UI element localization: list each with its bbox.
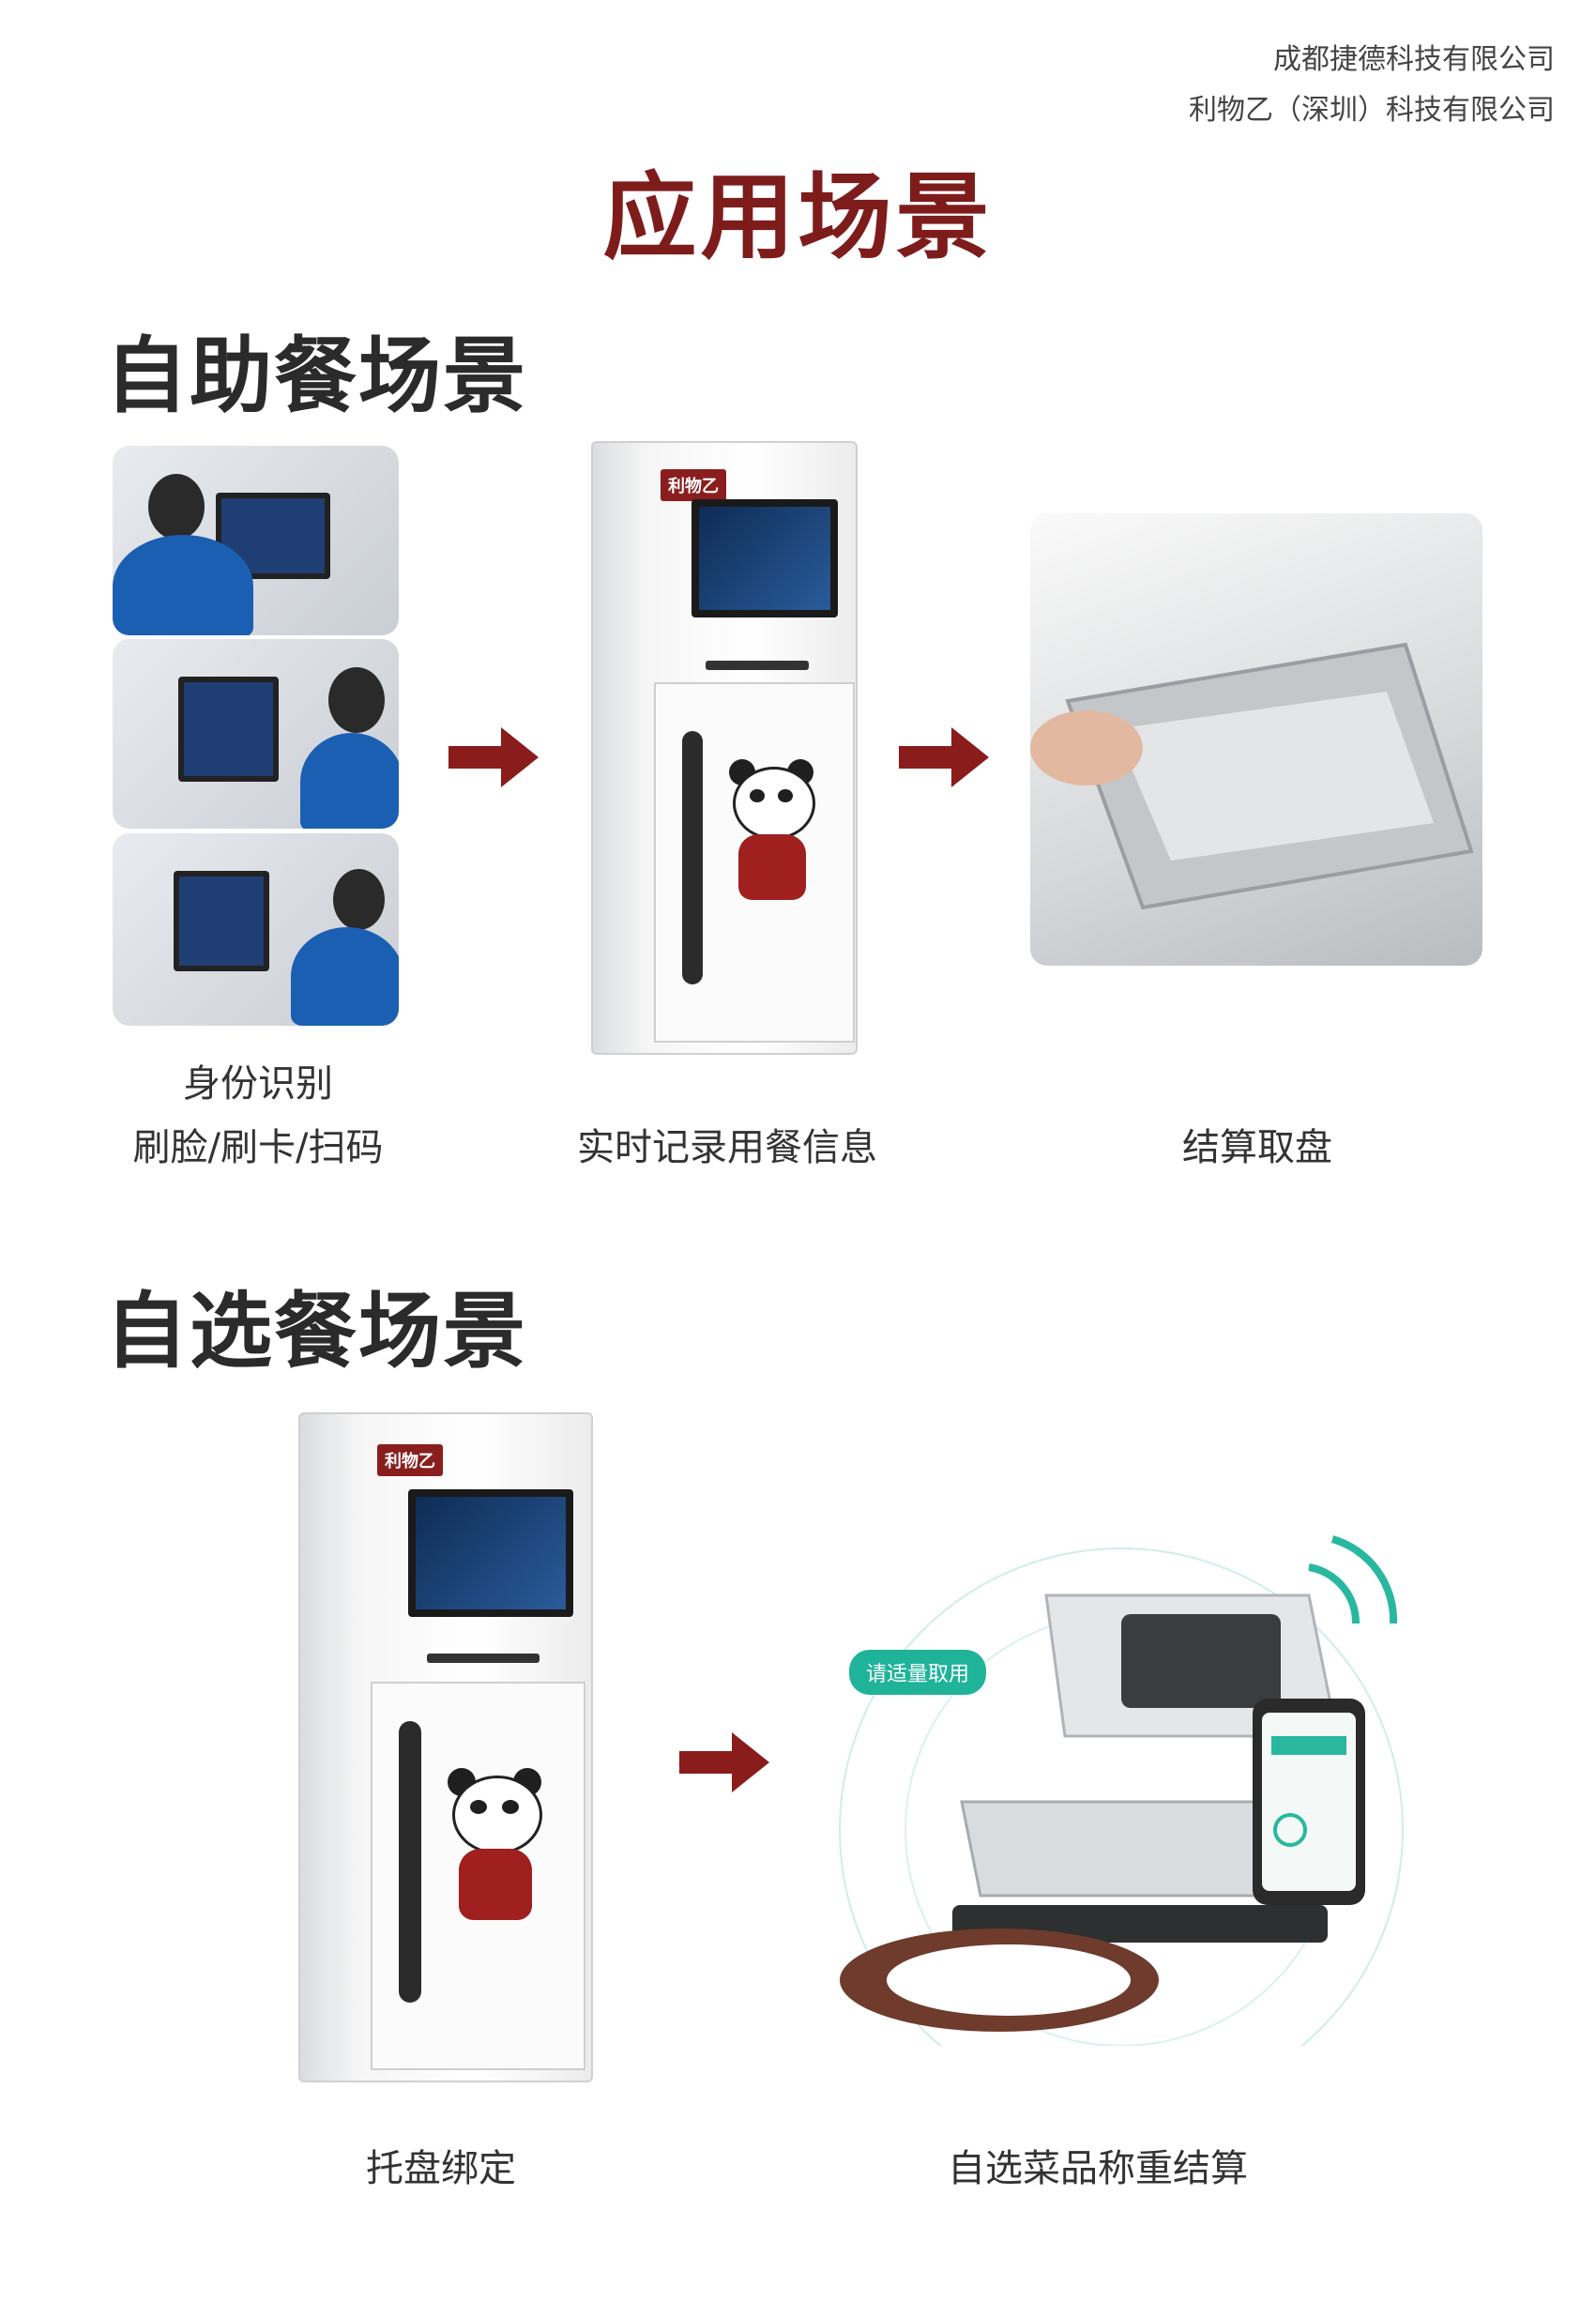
photo-card-scan [113, 639, 399, 829]
cabinet-door [654, 682, 855, 1043]
company-name-1: 成都捷德科技有限公司 [1273, 43, 1555, 76]
page-title: 应用场景 [602, 162, 994, 272]
section-title-buffet: 自助餐场景 [105, 328, 528, 424]
brand-logo: 利物乙 [661, 469, 726, 501]
company-name-2: 利物乙（深圳）科技有限公司 [1189, 94, 1555, 127]
brand-logo: 利物乙 [377, 1444, 443, 1476]
smart-cabinet-2: 利物乙 [298, 1412, 593, 2082]
arrow-right-icon [679, 1732, 769, 1792]
weighing-station: 请适量取用 [783, 1520, 1421, 2046]
caption-identity: 身份识别 [183, 1062, 333, 1105]
cabinet-door [371, 1682, 585, 2070]
arrow-right-icon [448, 727, 539, 787]
caption-identity-methods: 刷脸/刷卡/扫码 [132, 1126, 384, 1169]
smart-cabinet: 利物乙 [591, 441, 858, 1055]
caption-record: 实时记录用餐信息 [577, 1126, 877, 1169]
caption-checkout: 结算取盘 [1182, 1126, 1332, 1169]
hint-bubble: 请适量取用 [849, 1650, 987, 1695]
photo-qr-scan [113, 833, 399, 1026]
section-title-self-select: 自选餐场景 [105, 1283, 528, 1380]
cabinet-screen [692, 499, 838, 617]
cabinet-screen [408, 1489, 573, 1617]
arrow-right-icon [899, 727, 989, 787]
caption-tray-bind: 托盘绑定 [366, 2147, 516, 2190]
photo-tray-pickup [1030, 513, 1482, 966]
caption-weigh-checkout: 自选菜品称重结算 [948, 2147, 1248, 2190]
photo-face-scan [113, 446, 399, 635]
